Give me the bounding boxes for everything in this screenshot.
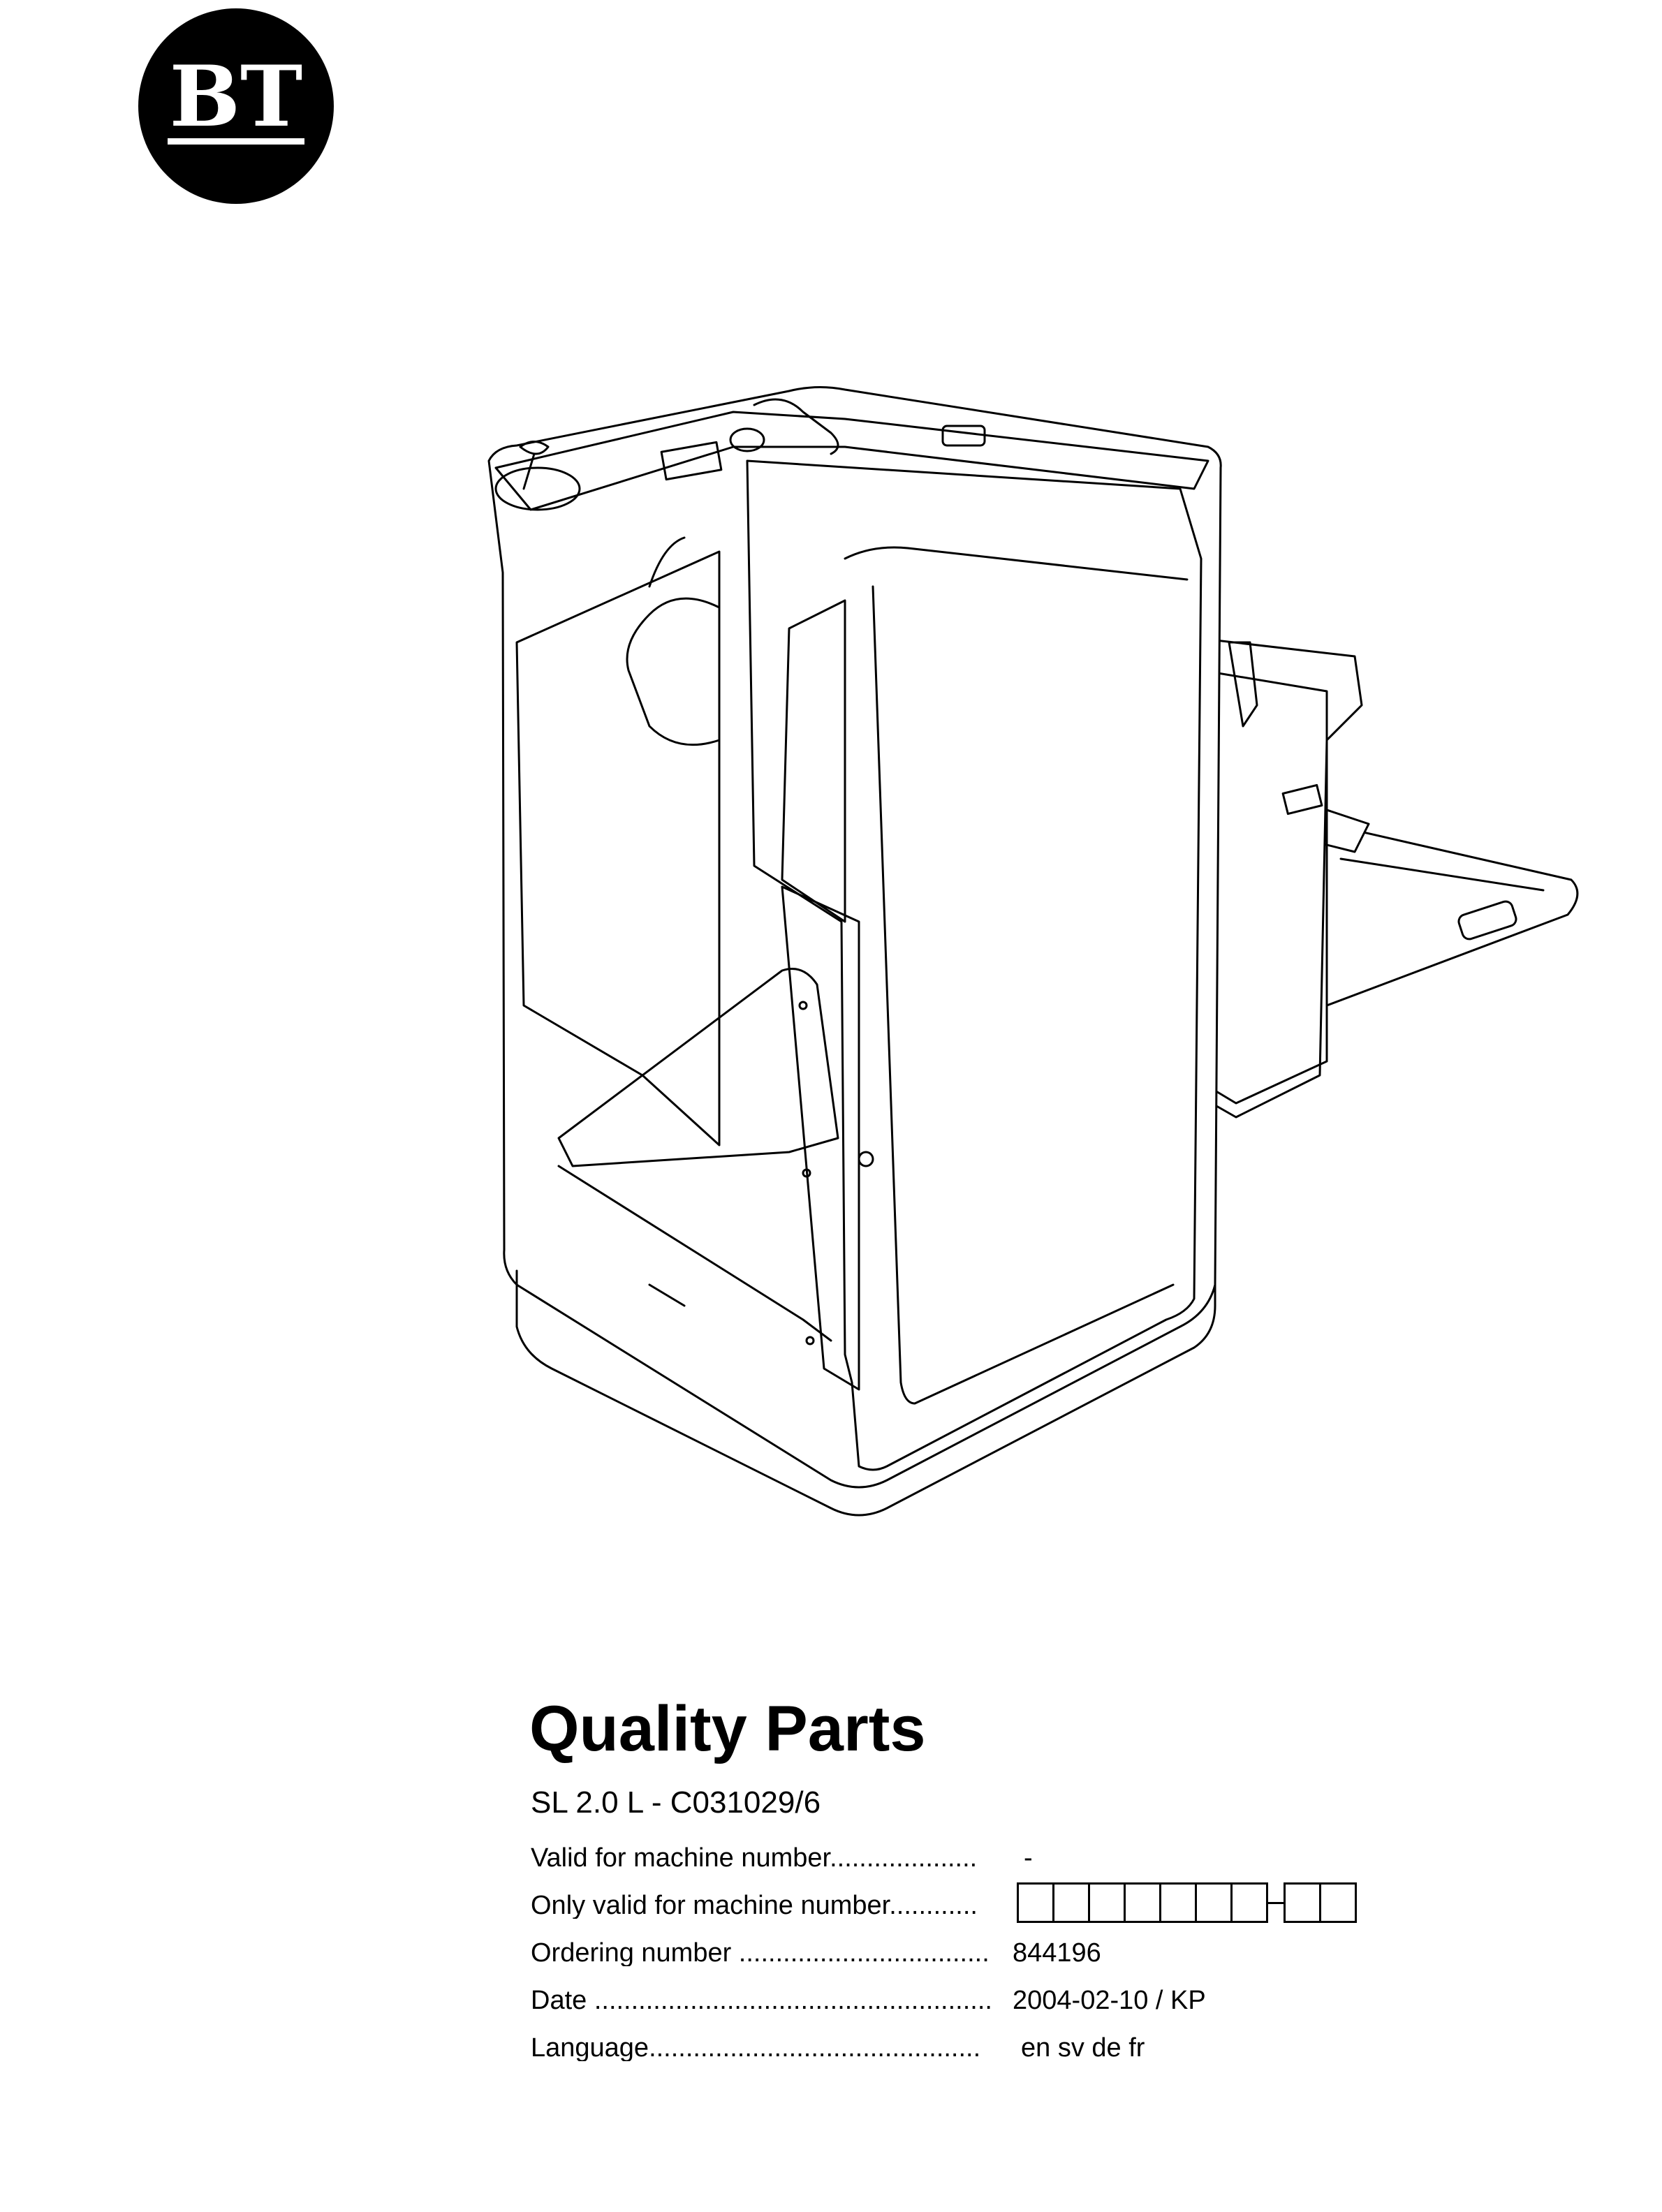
info-label: Valid for machine number................… (531, 1845, 978, 1871)
info-label: Language................................… (531, 2035, 981, 2061)
info-value: - (1024, 1843, 1033, 1873)
info-row-valid-for: Valid for machine number................… (531, 1845, 1033, 1876)
info-value: en sv de fr (1021, 2033, 1145, 2063)
pallet-truck-illustration (487, 385, 1579, 1517)
machine-number-digit-box (1230, 1882, 1268, 1923)
machine-number-digit-box (1052, 1882, 1090, 1923)
machine-number-digit-box (1284, 1882, 1321, 1923)
machine-number-digit-box (1159, 1882, 1197, 1923)
bt-logo: BT (138, 8, 334, 204)
info-label: Date ...................................… (531, 1987, 992, 2014)
info-row-date: Date ...................................… (531, 1987, 1206, 2019)
info-row-language: Language................................… (531, 2035, 1145, 2066)
machine-number-boxes (1017, 1881, 1357, 1924)
info-label: Ordering number ........................… (531, 1940, 990, 1966)
machine-number-digit-box (1319, 1882, 1357, 1923)
info-row-only-valid-for: Only valid for machine number...........… (531, 1892, 1013, 1924)
machine-number-digit-box (1124, 1882, 1161, 1923)
document-subtitle: SL 2.0 L - C031029/6 (531, 1785, 821, 1820)
info-row-ordering-number: Ordering number ........................… (531, 1940, 1101, 1971)
machine-number-separator (1268, 1901, 1284, 1904)
info-label: Only valid for machine number...........… (531, 1892, 978, 1919)
machine-number-digit-box (1017, 1882, 1054, 1923)
machine-number-digit-box (1088, 1882, 1126, 1923)
logo-lettering: BT (170, 47, 303, 146)
info-value: 2004-02-10 / KP (1013, 1986, 1206, 2015)
machine-number-digit-box (1195, 1882, 1233, 1923)
info-value: 844196 (1013, 1938, 1101, 1968)
document-title: Quality Parts (529, 1693, 926, 1764)
